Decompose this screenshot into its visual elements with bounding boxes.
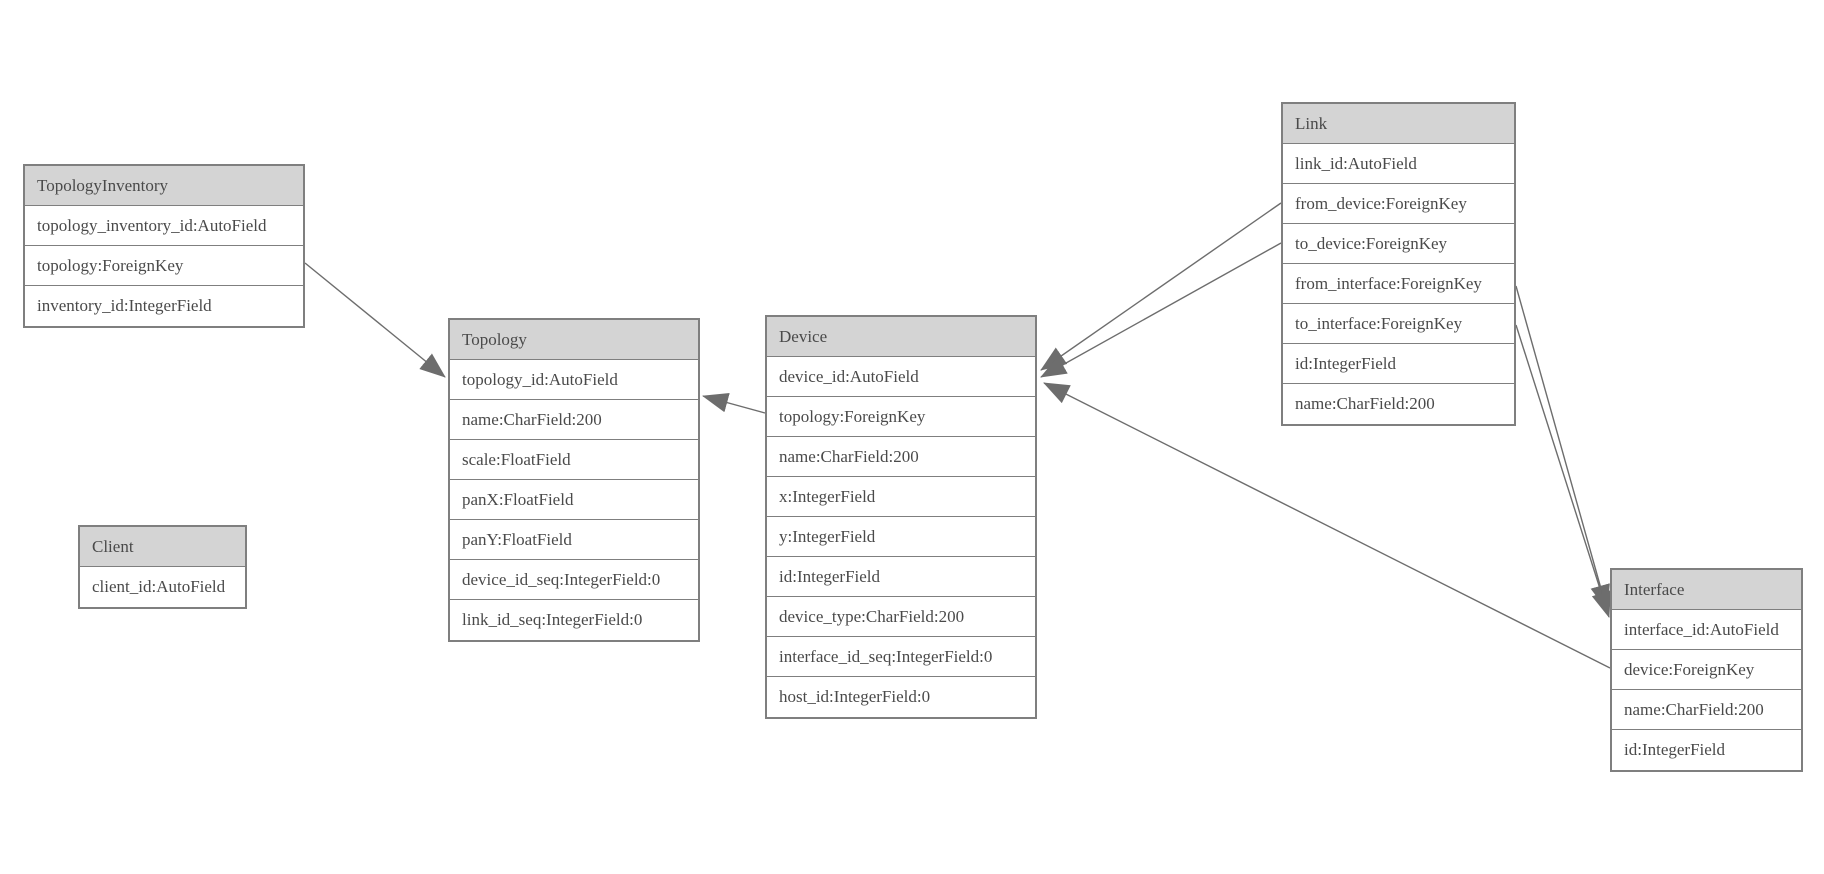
field-device: device:ForeignKey	[1612, 650, 1801, 690]
relation-Link-to_interface--Interface-interface_id	[1515, 324, 1611, 618]
field-host_id: host_id:IntegerField:0	[767, 677, 1035, 717]
field-topology: topology:ForeignKey	[767, 397, 1035, 437]
entity-title-topologyinventory: TopologyInventory	[25, 166, 303, 206]
field-to_interface: to_interface:ForeignKey	[1283, 304, 1514, 344]
field-topology_id: topology_id:AutoField	[450, 360, 698, 400]
field-topology: topology:ForeignKey	[25, 246, 303, 286]
entity-title-device: Device	[767, 317, 1035, 357]
relation-Link-to_device--Device-device_id	[1040, 242, 1282, 378]
field-name: name:CharField:200	[1612, 690, 1801, 730]
field-panX: panX:FloatField	[450, 480, 698, 520]
field-link_id_seq: link_id_seq:IntegerField:0	[450, 600, 698, 640]
field-device_id: device_id:AutoField	[767, 357, 1035, 397]
entity-title-link: Link	[1283, 104, 1514, 144]
field-topology_inventory_id: topology_inventory_id:AutoField	[25, 206, 303, 246]
field-name: name:CharField:200	[450, 400, 698, 440]
field-from_interface: from_interface:ForeignKey	[1283, 264, 1514, 304]
field-name: name:CharField:200	[1283, 384, 1514, 424]
relation-Link-from_interface--Interface-interface_id	[1515, 285, 1610, 611]
relation-Device-topology--Topology-topology_id	[702, 392, 766, 414]
field-id: id:IntegerField	[767, 557, 1035, 597]
field-from_device: from_device:ForeignKey	[1283, 184, 1514, 224]
field-id: id:IntegerField	[1612, 730, 1801, 770]
relation-TopologyInventory-topology--Topology-topology_id	[304, 262, 446, 378]
field-x: x:IntegerField	[767, 477, 1035, 517]
field-link_id: link_id:AutoField	[1283, 144, 1514, 184]
field-panY: panY:FloatField	[450, 520, 698, 560]
entity-title-client: Client	[80, 527, 245, 567]
relation-Link-from_device--Device-device_id	[1040, 202, 1282, 371]
field-id: id:IntegerField	[1283, 344, 1514, 384]
field-name: name:CharField:200	[767, 437, 1035, 477]
field-device_id_seq: device_id_seq:IntegerField:0	[450, 560, 698, 600]
relation-Interface-device--Device-device_id	[1043, 382, 1611, 669]
entity-title-interface: Interface	[1612, 570, 1801, 610]
field-inventory_id: inventory_id:IntegerField	[25, 286, 303, 326]
field-y: y:IntegerField	[767, 517, 1035, 557]
entity-title-topology: Topology	[450, 320, 698, 360]
field-scale: scale:FloatField	[450, 440, 698, 480]
field-to_device: to_device:ForeignKey	[1283, 224, 1514, 264]
field-client_id: client_id:AutoField	[80, 567, 245, 607]
field-interface_id_seq: interface_id_seq:IntegerField:0	[767, 637, 1035, 677]
field-interface_id: interface_id:AutoField	[1612, 610, 1801, 650]
field-device_type: device_type:CharField:200	[767, 597, 1035, 637]
